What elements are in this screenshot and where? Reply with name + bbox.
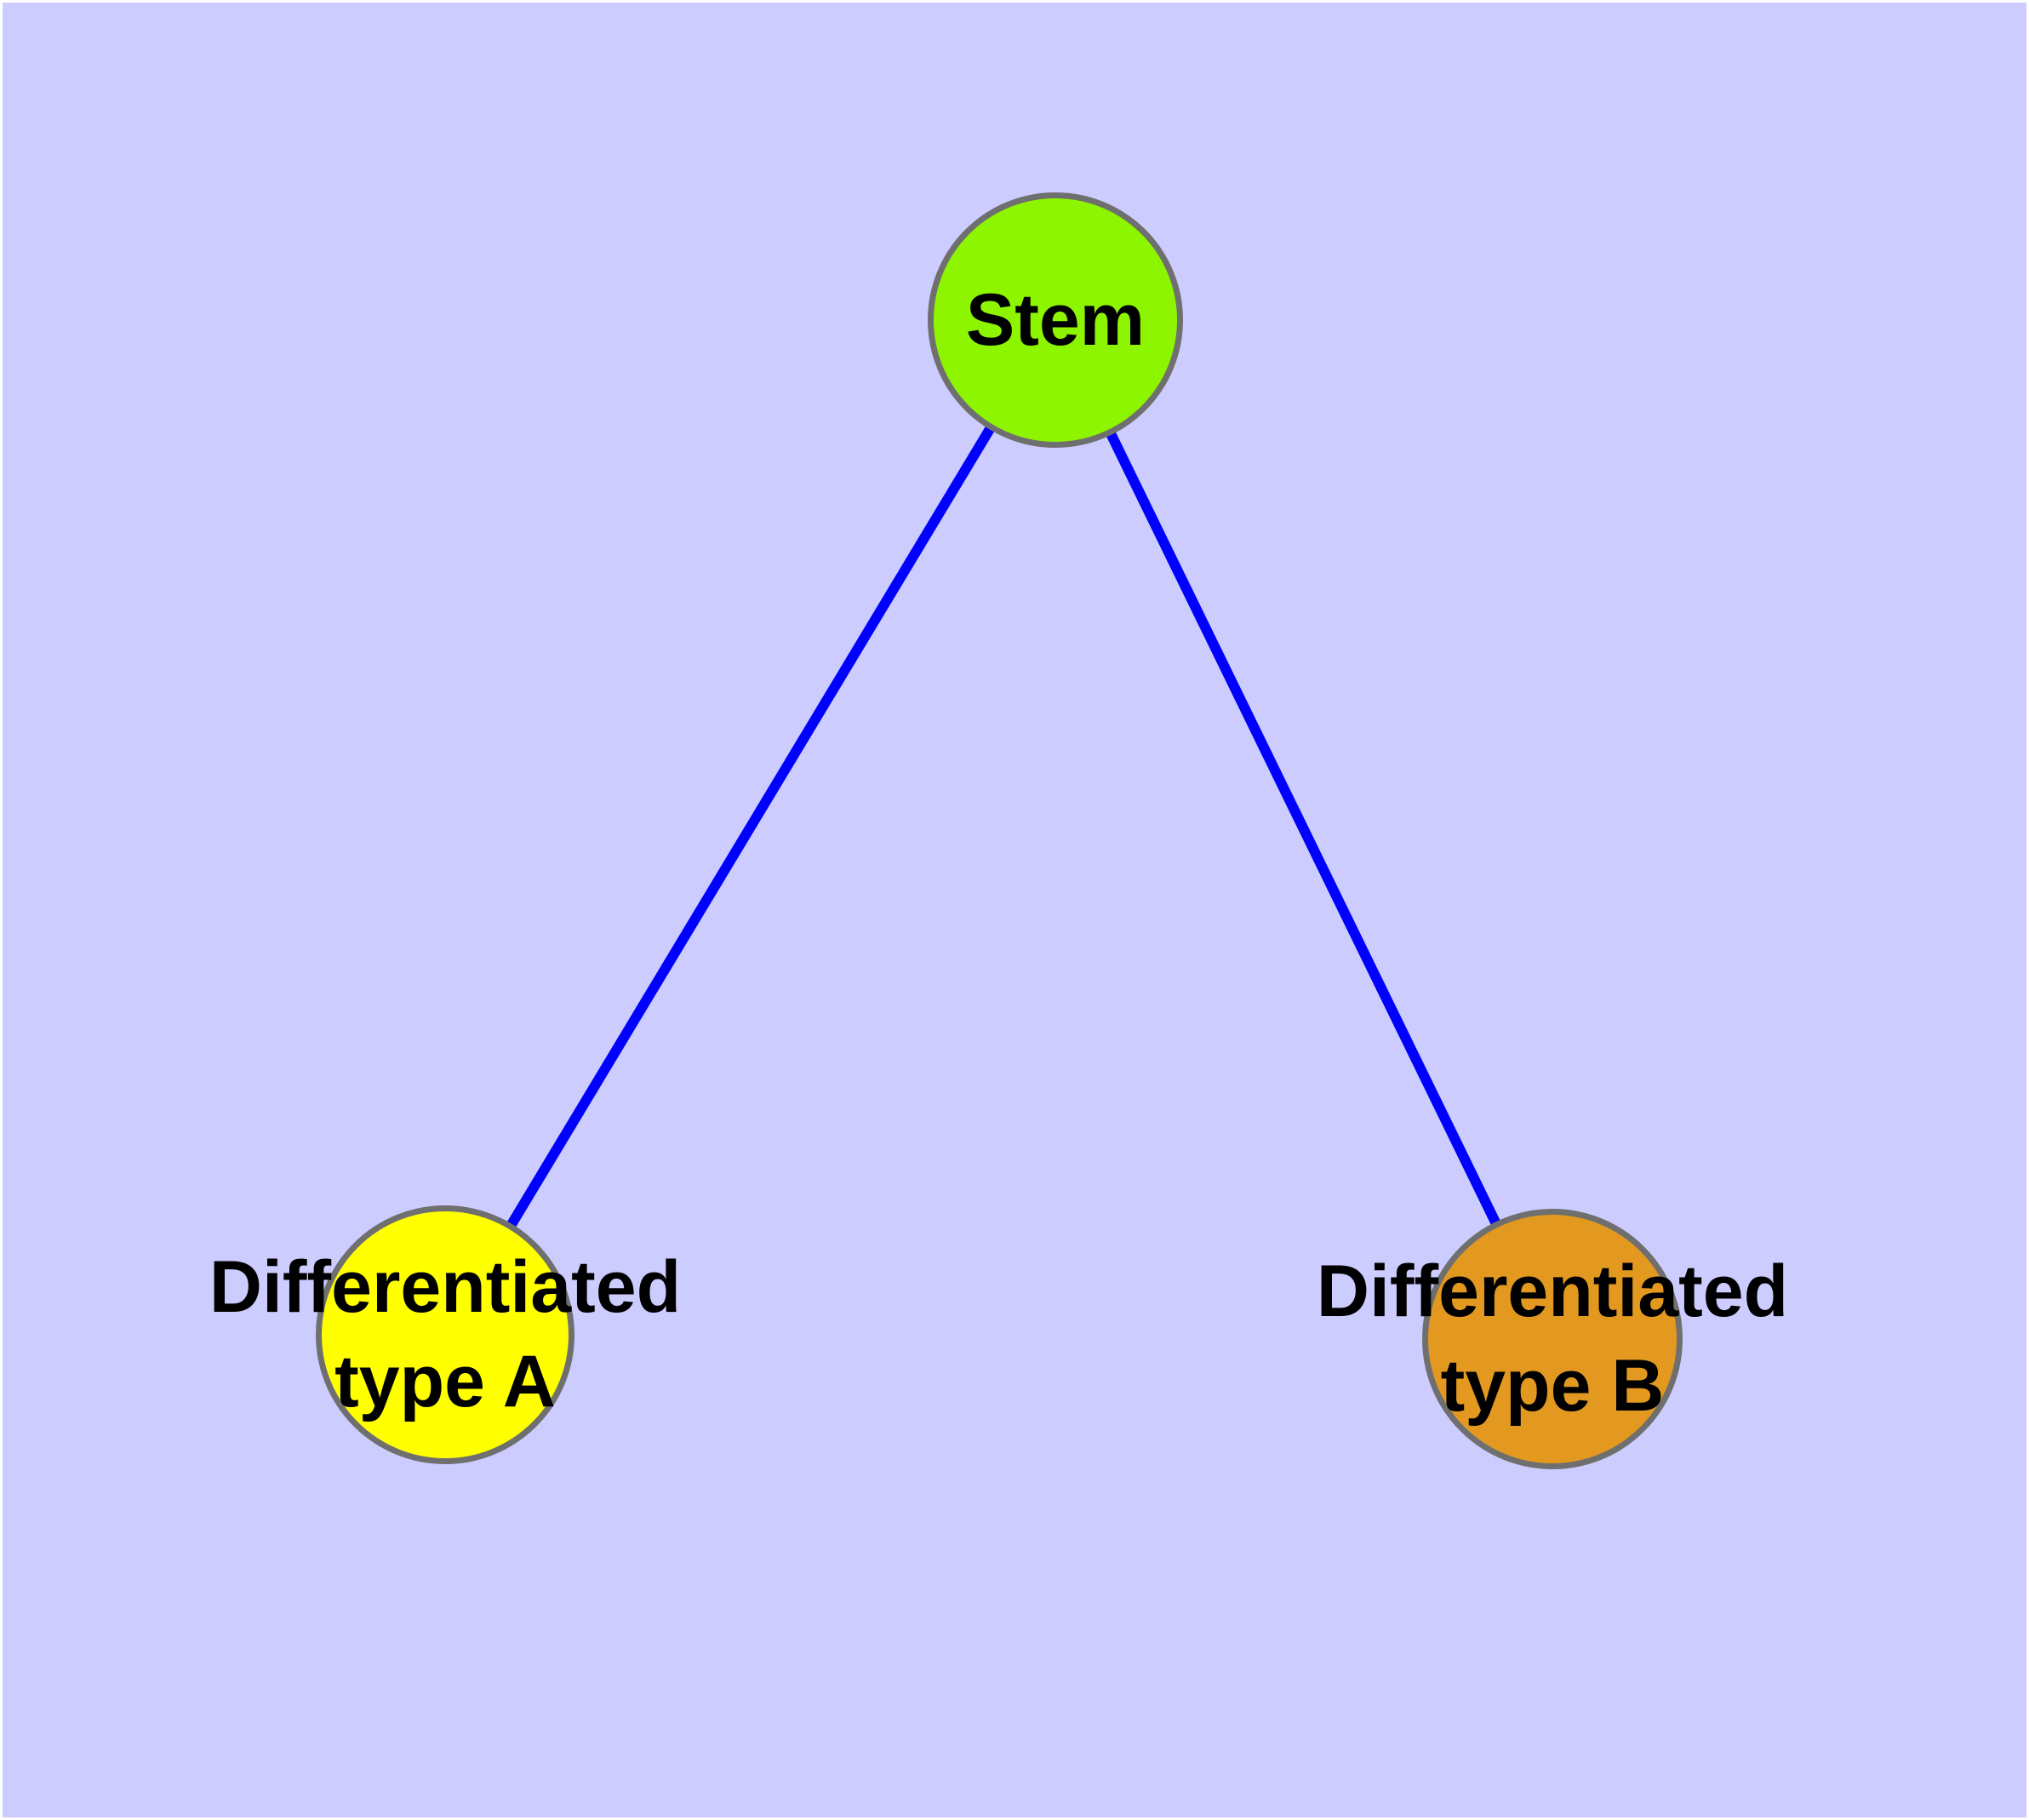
node-differentiated-type-b[interactable]	[1422, 1209, 1683, 1469]
node-stem[interactable]	[928, 192, 1183, 448]
edge-stem-to-type-b	[1050, 318, 1557, 1342]
edge-stem-to-type-a	[440, 317, 1060, 1338]
node-differentiated-type-a[interactable]	[316, 1205, 574, 1464]
edges-layer	[440, 317, 1557, 1342]
